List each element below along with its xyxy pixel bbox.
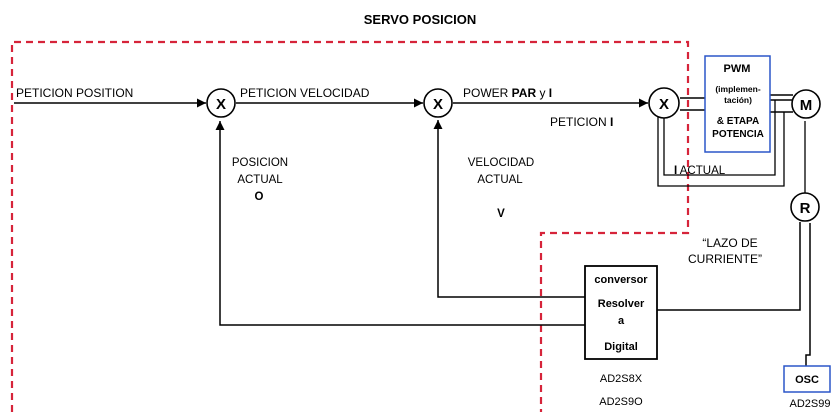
forward-path (14, 94, 793, 113)
y-text: y (536, 86, 549, 100)
label-i-actual: I ACTUAL (674, 165, 726, 177)
osc-label: OSC (795, 374, 819, 386)
pwm-line-4: & ETAPA (717, 116, 759, 127)
i-actual-bold: I (674, 165, 677, 177)
label-peticion-velocidad: PETICION VELOCIDAD (240, 86, 370, 100)
sum-x2-circle (423, 88, 453, 118)
position-feedback (215, 121, 585, 326)
converter-part-1: AD2S8X (600, 373, 643, 385)
power-text: POWER (463, 86, 512, 100)
current-loop-inner (663, 100, 776, 176)
sum-x1-label: X (216, 96, 226, 113)
osc-box (783, 365, 831, 393)
servo-loop-boundary (10, 40, 690, 412)
sum-x3-circle (648, 87, 680, 119)
resolver-label: R (800, 200, 811, 217)
converter-block: conversor Resolver a Digital (584, 265, 658, 360)
resolver-to-osc (805, 223, 811, 366)
motor-circle (791, 89, 821, 119)
resolver-to-converter (657, 222, 801, 311)
label-peticion-position: PETICION POSITION (16, 86, 133, 100)
pwm-title: PWM (724, 63, 751, 75)
current-loop (657, 100, 806, 193)
sum-x3-label: X (659, 96, 669, 113)
current-loop-outer (657, 112, 785, 187)
motor: M (791, 89, 821, 119)
resolver: R (790, 192, 820, 222)
label-actual-posicion: ACTUAL (237, 174, 283, 186)
converter-line-1: conversor (594, 274, 648, 286)
label-peticion-i: PETICION I (550, 115, 613, 129)
diagram-title: SERVO POSICION (364, 12, 476, 27)
pwm-line-5: POTENCIA (712, 129, 764, 140)
osc-part: AD2S99 (790, 398, 831, 410)
label-posicion: POSICION (232, 157, 288, 169)
summing-junction-3: X (648, 87, 680, 119)
lazo-line-1: “LAZO DE (702, 236, 757, 250)
pwm-box (704, 55, 771, 153)
lazo-line-2: CURRIENTE” (688, 252, 762, 266)
pwm-line-2: (implemen- (715, 84, 761, 94)
resolver-circle (790, 192, 820, 222)
converter-line-3: a (618, 315, 625, 327)
sum-x2-label: X (433, 96, 443, 113)
label-o: O (255, 191, 264, 203)
sum-x1-circle (206, 88, 236, 118)
label-power-par-i: POWER PAR y I (463, 86, 552, 100)
converter-line-4: Digital (604, 341, 638, 353)
osc-block: OSC (783, 365, 831, 393)
i-text: I (549, 86, 552, 100)
label-actual-velocidad: ACTUAL (477, 174, 523, 186)
label-v: V (497, 208, 505, 220)
peticion-i-text: PETICION (550, 115, 610, 129)
converter-line-2: Resolver (598, 298, 645, 310)
motor-label: M (800, 97, 813, 114)
converter-part-2: AD2S9O (599, 396, 643, 408)
pwm-line-3: tación) (724, 95, 752, 105)
i-actual-text: ACTUAL (677, 165, 726, 177)
converter-box (584, 265, 658, 360)
peticion-i-bold: I (610, 115, 613, 129)
feedback-paths (215, 120, 811, 366)
pwm-block: PWM (implemen- tación) & ETAPA POTENCIA (704, 55, 771, 153)
label-velocidad: VELOCIDAD (468, 157, 534, 169)
par-text: PAR (512, 86, 537, 100)
servo-boundary (10, 40, 690, 412)
summing-junction-1: X (206, 88, 236, 118)
summing-junction-2: X (423, 88, 453, 118)
velocity-feedback (433, 120, 585, 298)
